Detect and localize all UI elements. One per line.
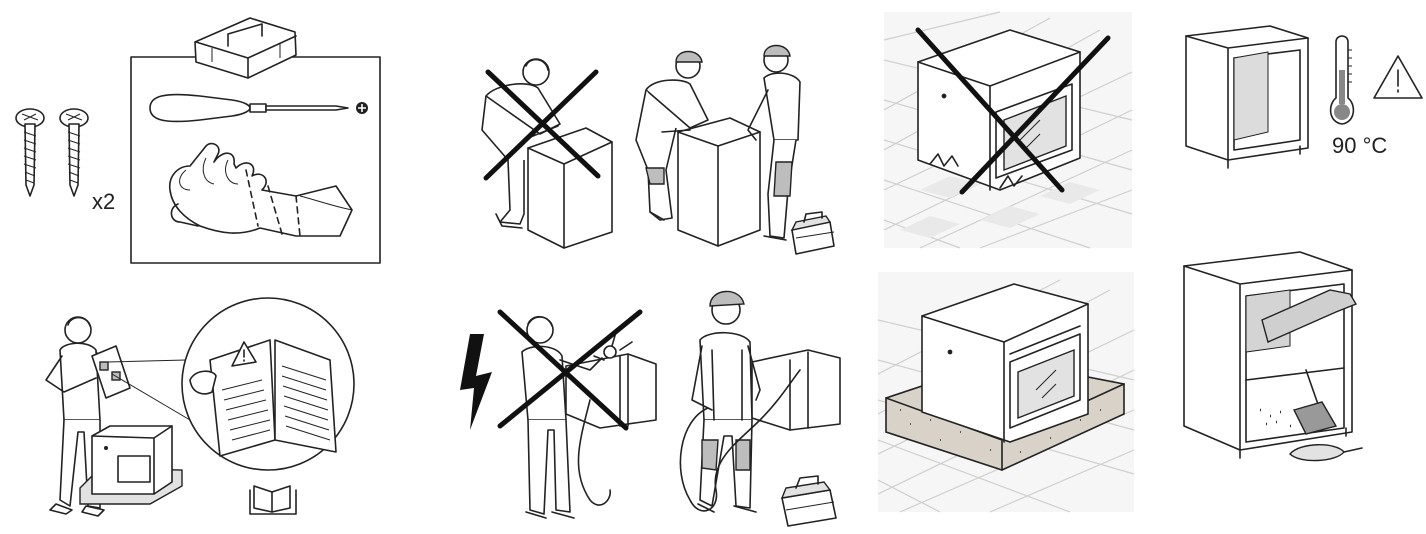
oven-on-pallet [921, 283, 1089, 443]
lightning-icon [460, 334, 492, 430]
toolbox-icon [790, 211, 835, 255]
warning-triangle-icon [1373, 55, 1423, 99]
panel-cabinet-temperature [1185, 25, 1423, 169]
panel-lifting [481, 44, 835, 255]
thermometer-icon [1329, 35, 1355, 125]
dustpan-icon [1289, 444, 1363, 462]
manual-callout [107, 297, 355, 471]
panel-clean-cabinet [1183, 251, 1363, 462]
panel-electrical [460, 290, 841, 527]
cabinet-correct [751, 349, 841, 431]
small-oven [79, 425, 183, 505]
phillips-head-icon [356, 102, 368, 114]
warning-triangle-icon [231, 341, 257, 367]
worker-left [635, 50, 709, 221]
panel-oven-floor-wrong [883, 11, 1133, 249]
vacuum-nozzle [1261, 289, 1358, 343]
panel-tools [15, 17, 381, 264]
worker-right [747, 44, 801, 241]
wrong-cross [483, 69, 601, 181]
brush-icon [1260, 369, 1338, 435]
oven-on-floor [917, 29, 1081, 191]
box-wrong [527, 127, 613, 249]
wrong-cross [497, 309, 643, 431]
gloves-icon [168, 142, 353, 237]
screws-quantity-label: x2 [92, 189, 116, 214]
screwdriver-icon [149, 93, 349, 123]
manual-book-icon [249, 485, 297, 515]
toolbox-icon [194, 17, 297, 79]
screw-icon [15, 108, 45, 197]
cabinet [1185, 25, 1309, 169]
box-correct [677, 117, 761, 247]
temperature-label: 90 °C [1332, 133, 1388, 158]
panel-oven-pallet-correct [877, 272, 1135, 513]
screw-icon [59, 108, 89, 197]
electrician [679, 290, 801, 513]
panel-read-manual [45, 297, 355, 517]
wrong-cross [915, 27, 1111, 195]
toolbox-icon [780, 475, 837, 527]
